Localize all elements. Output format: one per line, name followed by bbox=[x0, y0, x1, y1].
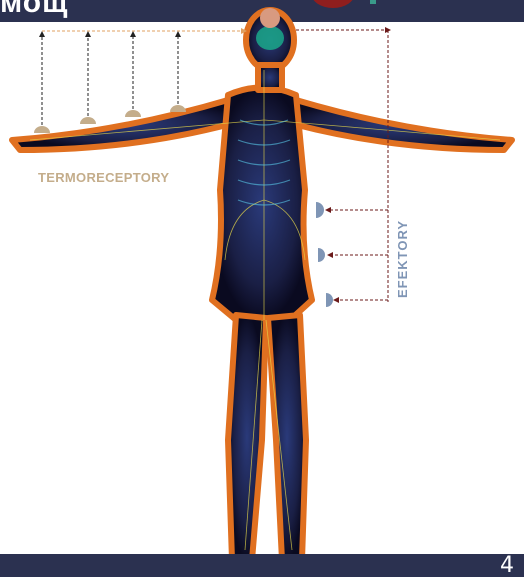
receptor-1 bbox=[34, 126, 50, 133]
effector-1 bbox=[316, 202, 324, 218]
efferent-pathways bbox=[296, 30, 388, 302]
brain-region bbox=[256, 26, 284, 50]
effectors-label: EFEKTORY bbox=[395, 220, 410, 298]
termoreceptors-label: TERMORECEPTORY bbox=[38, 170, 169, 185]
receptor-3 bbox=[125, 110, 141, 117]
effector-3 bbox=[326, 293, 333, 307]
receptor-4 bbox=[170, 105, 186, 112]
brain-center-node bbox=[260, 8, 280, 28]
afferent-pathways bbox=[42, 34, 178, 125]
bottom-banner bbox=[0, 554, 524, 577]
page-number: 4 bbox=[500, 554, 514, 578]
effector-2 bbox=[318, 248, 325, 262]
human-body-figure bbox=[12, 8, 512, 560]
receptor-2 bbox=[80, 117, 96, 124]
